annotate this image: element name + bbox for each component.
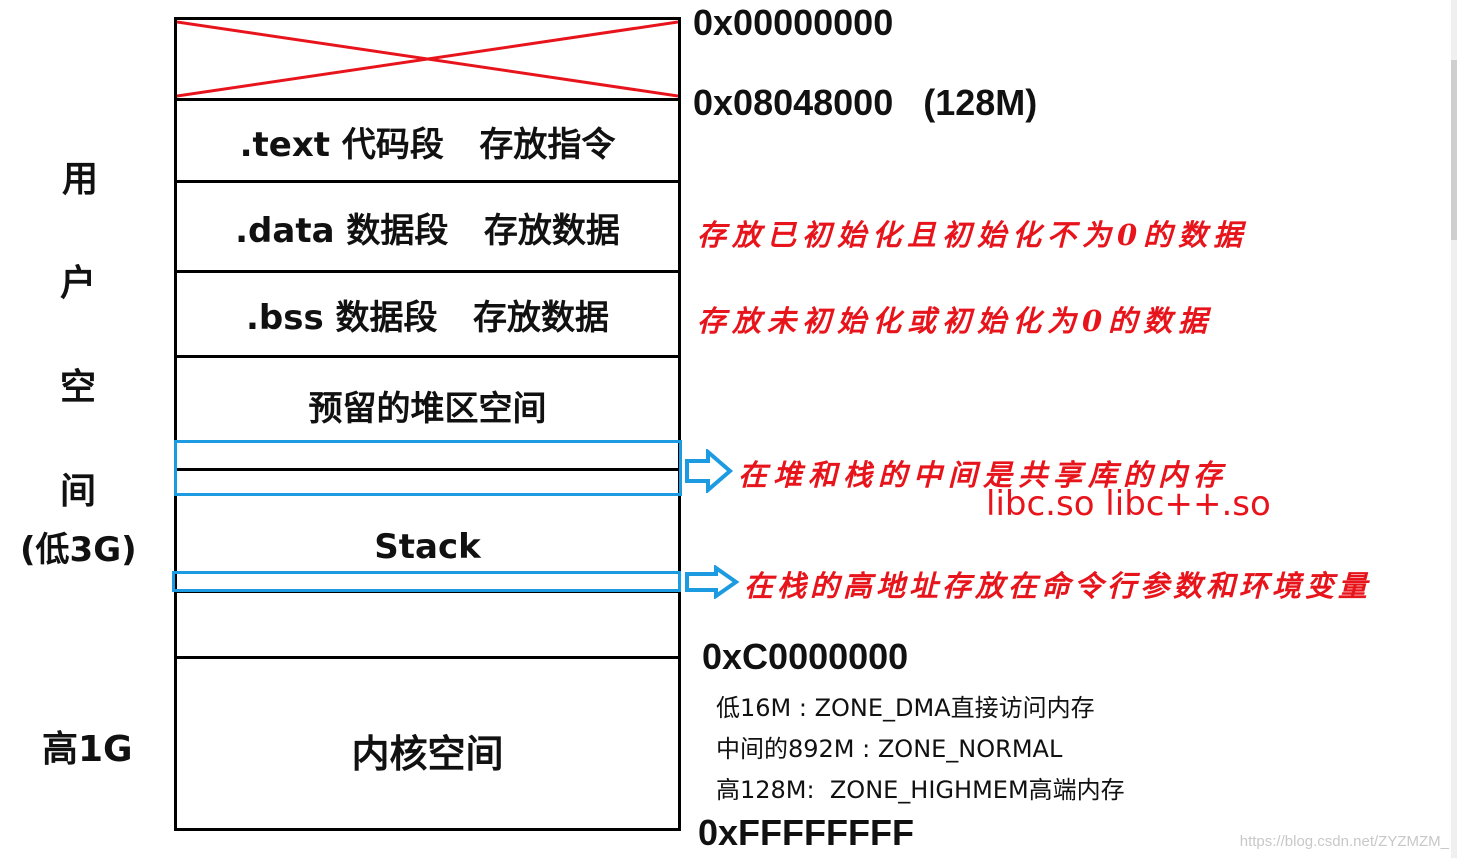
kernel-space-size-label: 高1G bbox=[42, 729, 133, 770]
address-start: 0x00000000 bbox=[693, 2, 894, 43]
zone-highmem-note: 高128M: ZONE_HIGHMEM高端内存 bbox=[716, 776, 1125, 804]
env-area-highlight bbox=[172, 571, 681, 592]
env-area-arrow-icon bbox=[685, 565, 740, 599]
divider bbox=[177, 468, 678, 471]
bss-segment: .bss 数据段 存放数据 bbox=[245, 298, 610, 338]
bss-segment-note: 存放未初始化或初始化为0的数据 bbox=[697, 304, 1214, 338]
address-code-start: 0x08048000 (128M) bbox=[693, 82, 1038, 123]
user-space-size-label: (低3G) bbox=[20, 530, 137, 570]
stack-region: Stack bbox=[374, 527, 481, 567]
address-kernel-start: 0xC0000000 bbox=[702, 636, 909, 677]
user-space-char-4: 间 bbox=[60, 471, 97, 512]
divider bbox=[177, 656, 678, 659]
divider bbox=[177, 355, 678, 358]
divider bbox=[177, 180, 678, 183]
divider bbox=[177, 98, 678, 101]
shared-library-note: 在堆和栈的中间是共享库的内存 bbox=[738, 458, 1229, 492]
scrollbar-thumb[interactable] bbox=[1451, 60, 1457, 240]
user-space-char-3: 空 bbox=[60, 367, 97, 408]
kernel-space-region: 内核空间 bbox=[351, 731, 504, 776]
zone-dma-note: 低16M : ZONE_DMA直接访问内存 bbox=[716, 694, 1095, 722]
zone-normal-note: 中间的892M : ZONE_NORMAL bbox=[716, 735, 1063, 763]
shared-library-names: libc.so libc++.so bbox=[986, 484, 1271, 524]
divider bbox=[177, 270, 678, 273]
data-segment-note: 存放已初始化且初始化不为0的数据 bbox=[697, 218, 1249, 252]
text-segment: .text 代码段 存放指令 bbox=[239, 124, 616, 165]
memory-layout-column: .text 代码段 存放指令 .data 数据段 存放数据 .bss 数据段 存… bbox=[174, 17, 681, 831]
shared-library-arrow-icon bbox=[685, 449, 734, 493]
scrollbar-track[interactable] bbox=[1451, 0, 1457, 858]
reserved-region-cross-icon bbox=[177, 20, 678, 98]
env-area-note: 在栈的高地址存放在命令行参数和环境变量 bbox=[744, 569, 1372, 603]
user-space-char-2: 户 bbox=[60, 263, 97, 304]
heap-region: 预留的堆区空间 bbox=[308, 388, 547, 429]
shared-library-highlight bbox=[174, 440, 682, 496]
address-end: 0xFFFFFFFF bbox=[698, 812, 914, 853]
watermark: https://blog.csdn.net/ZYZMZM_ bbox=[1239, 833, 1449, 850]
user-space-char-1: 用 bbox=[62, 159, 99, 200]
data-segment: .data 数据段 存放数据 bbox=[235, 210, 620, 251]
